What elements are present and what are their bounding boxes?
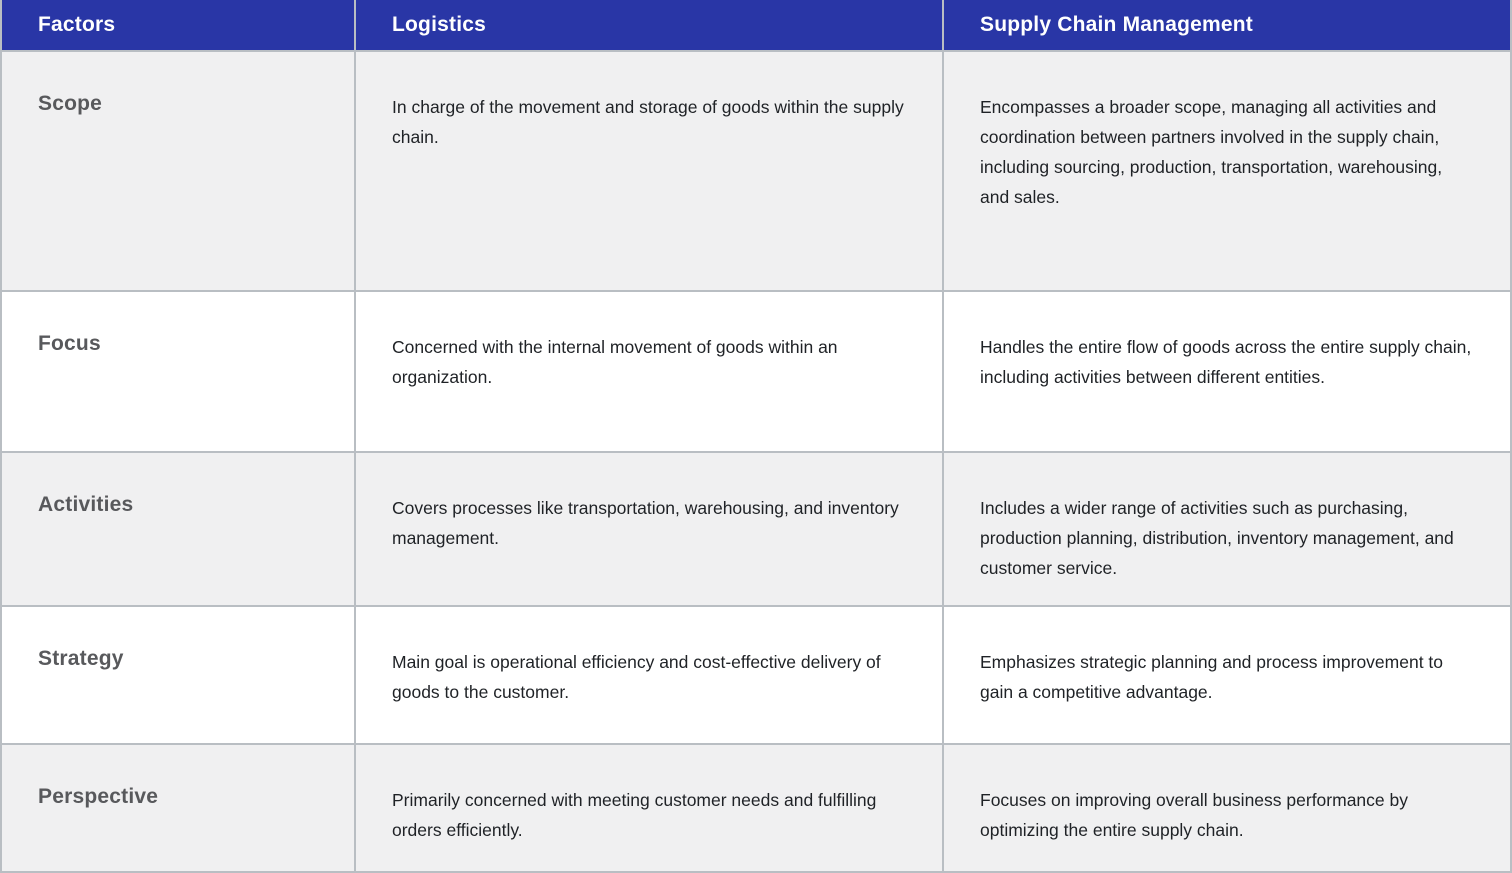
logistics-cell-strategy: Main goal is operational efficiency and … (356, 607, 942, 743)
factor-cell-focus: Focus (2, 292, 354, 451)
factor-cell-strategy: Strategy (2, 607, 354, 743)
header-cell-factors: Factors (2, 0, 354, 50)
factor-cell-activities: Activities (2, 453, 354, 605)
header-cell-logistics: Logistics (356, 0, 942, 50)
logistics-cell-perspective: Primarily concerned with meeting custome… (356, 745, 942, 871)
scm-cell-strategy: Emphasizes strategic planning and proces… (944, 607, 1510, 743)
scm-cell-perspective: Focuses on improving overall business pe… (944, 745, 1510, 871)
scm-cell-focus: Handles the entire flow of goods across … (944, 292, 1510, 451)
scm-cell-scope: Encompasses a broader scope, managing al… (944, 52, 1510, 290)
factor-cell-perspective: Perspective (2, 745, 354, 871)
header-cell-supply-chain-management: Supply Chain Management (944, 0, 1510, 50)
logistics-cell-activities: Covers processes like transportation, wa… (356, 453, 942, 605)
factor-cell-scope: Scope (2, 52, 354, 290)
logistics-cell-focus: Concerned with the internal movement of … (356, 292, 942, 451)
scm-cell-activities: Includes a wider range of activities suc… (944, 453, 1510, 605)
logistics-cell-scope: In charge of the movement and storage of… (356, 52, 942, 290)
